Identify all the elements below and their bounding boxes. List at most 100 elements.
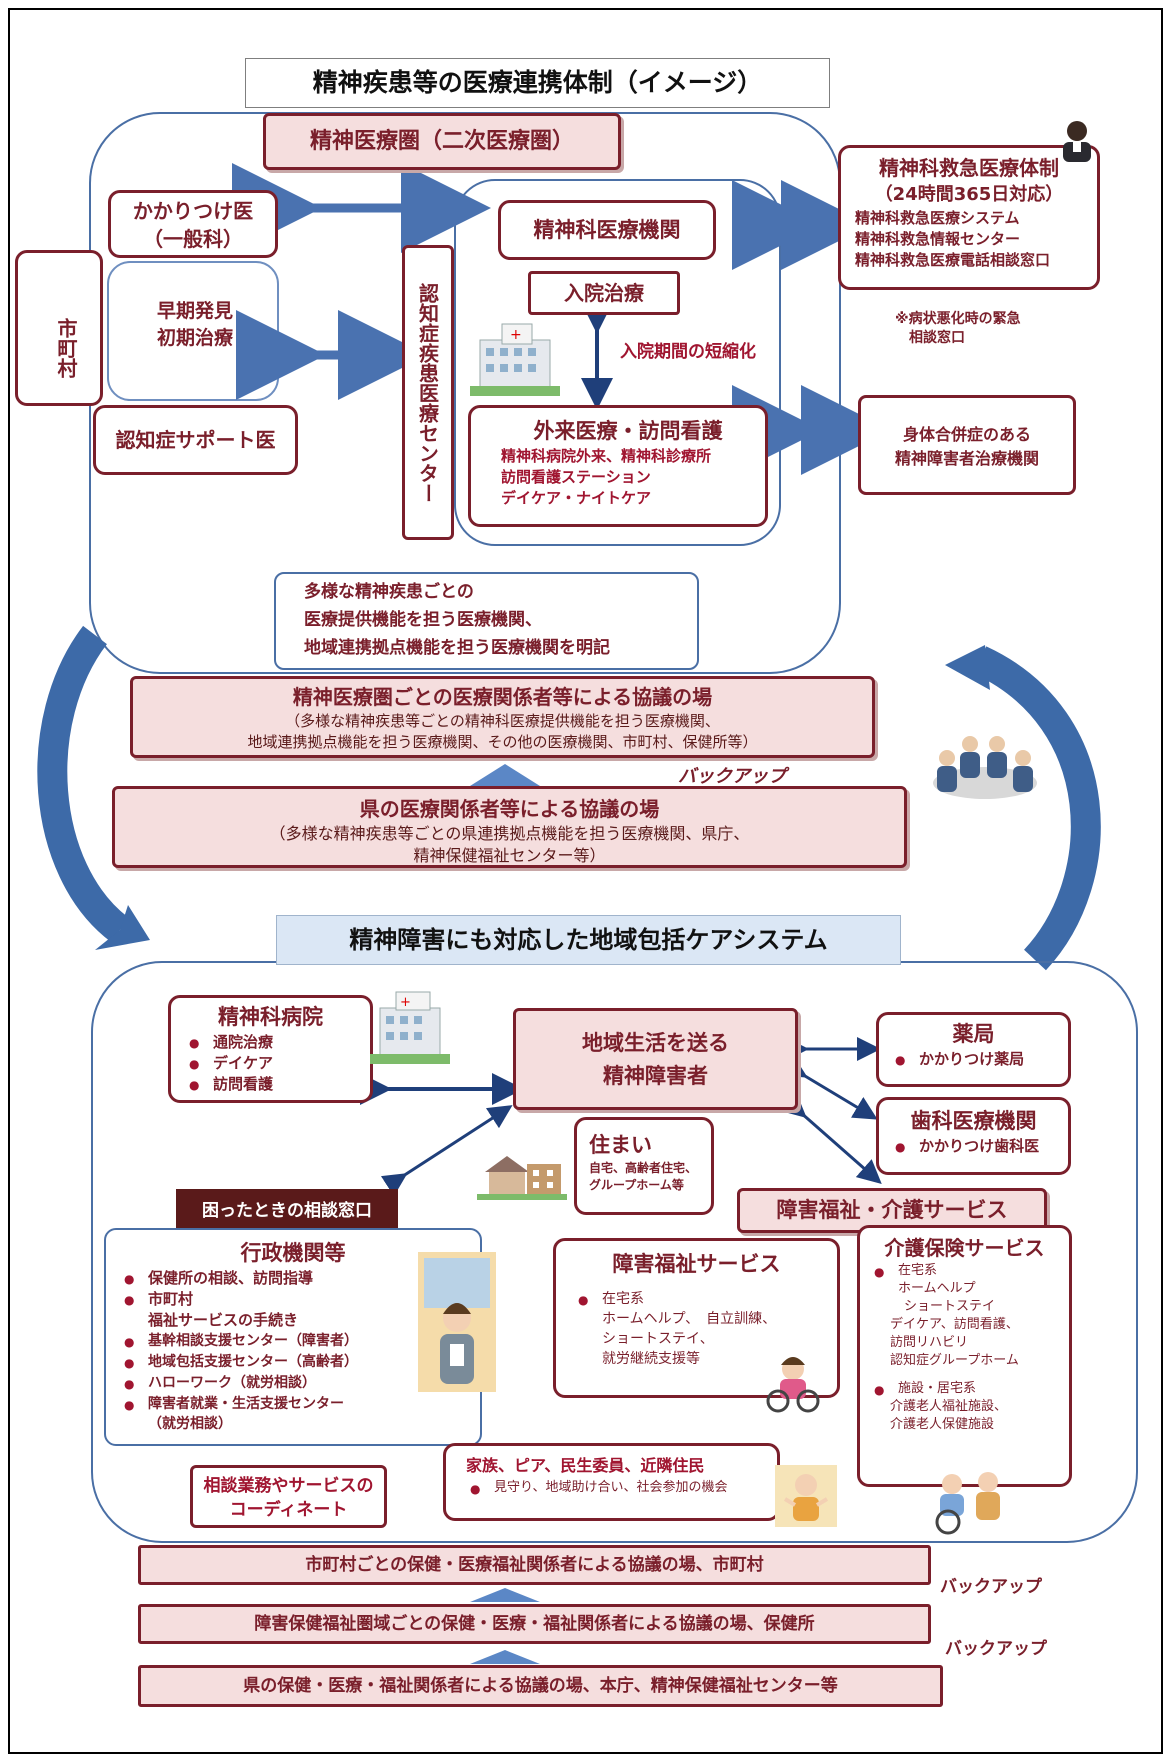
coordinate-line2: コーディネート [229,1500,348,1520]
operator-icon [1055,118,1099,162]
hospital-box: 精神科病院 通院治療 デイケア 訪問看護 [168,995,373,1103]
council-pref-line1: （多様な精神疾患等ごとの県連携拠点機能を担う医療機関、県庁、 [269,824,750,843]
coordinate-box: 相談業務やサービスの コーディネート [190,1465,387,1528]
disability-line-1: ホームヘルプ、 自立訓練、 [602,1311,777,1327]
backup-label-1: バックアップ [678,766,786,787]
kakaritsuke-line2: （一般科） [143,227,243,251]
dental-box: 歯科医療機関 かかりつけ歯科医 [876,1097,1071,1175]
council-region-box: 障害保健福祉圏域ごとの保健・医療・福祉関係者による協議の場、保健所 [138,1604,931,1644]
council-pref-box: 県の医療関係者等による協議の場 （多様な精神疾患等ごとの県連携拠点機能を担う医療… [112,786,907,868]
backup-triangle-2 [470,1588,540,1602]
cheering-elder-icon [775,1465,837,1527]
housing-title: 住まい [589,1133,652,1157]
admin-item-4: 地域包括支援センター（高齢者） [120,1352,480,1374]
housing-box: 住まい 自宅、高齢者住宅、 グループホーム等 [574,1117,714,1215]
disability-line-3: 就労継続支援等 [602,1351,700,1367]
disability-item: 在宅系 [574,1289,837,1310]
care-ins-line1-2: ショートステイ [904,1299,996,1314]
backup-label-2: バックアップ [940,1577,1042,1597]
care-ins-box: 介護保険サービス 在宅系 ホームヘルプ ショートステイ デイケア、訪問看護、 訪… [857,1225,1072,1487]
admin-item-6: 障害者就業・生活支援センター [120,1394,480,1416]
kakaritsuke-line1: かかりつけ医 [132,199,254,223]
comorbid-line2: 精神障害者治療機関 [894,449,1039,468]
dental-item-1: かかりつけ歯科医 [891,1136,1068,1158]
care-ins-line1-1: ホームヘルプ [898,1281,976,1296]
emergency-note-2: 相談窓口 [909,330,965,346]
council-pref2-box: 県の保健・医療・福祉関係者による協議の場、本庁、精神保健福祉センター等 [138,1665,943,1707]
backup-label-3: バックアップ [945,1639,1047,1659]
diverse-line-3: 地域連携拠点機能を担う医療機関を明記 [304,638,610,658]
center-line1: 地域生活を送る [582,1031,729,1055]
outpatient-line-1: 精神科病院外来、精神科診療所 [501,447,712,465]
svg-text:+: + [510,327,522,343]
center-box: 地域生活を送る 精神障害者 [513,1008,798,1110]
emergency-line-2: 精神科救急情報センター [855,230,1021,248]
hospital-title: 精神科病院 [218,1005,323,1029]
emergency-box: 精神科救急医療体制 （24時間365日対応） 精神科救急医療システム 精神科救急… [838,145,1100,290]
admin-item-5: ハローワーク（就労相談） [120,1373,480,1395]
comorbid-box: 身体合併症のある 精神障害者治療機関 [858,395,1076,495]
welfare-services-title: 障害福祉・介護サービス [737,1188,1047,1233]
center-line2: 精神障害者 [603,1064,708,1088]
emergency-title: 精神科救急医療体制 [879,156,1059,180]
pharmacy-item-1: かかりつけ薬局 [891,1049,1068,1071]
curve-left-arrow [37,625,130,942]
psych-inner-outline [454,179,781,546]
council-city-box: 市町村ごとの保健・医療福祉関係者による協議の場、市町村 [138,1545,931,1585]
family-title: 家族、ピア、民生委員、近隣住民 [466,1456,705,1475]
diverse-box: 多様な精神疾患ごとの 医療提供機能を担う医療機関、 地域連携拠点機能を担う医療機… [274,572,699,670]
pharmacy-title: 薬局 [952,1022,995,1046]
family-box: 家族、ピア、民生委員、近隣住民 見守り、地域助け合い、社会参加の機会 [443,1443,780,1521]
early-line1: 早期発見 [156,300,233,322]
early-text: 早期発見 初期治療 [130,298,260,352]
emergency-line-3: 精神科救急医療電話相談窓口 [855,251,1051,269]
psych-institution-box: 精神科医療機関 [498,200,716,260]
inpatient-box: 入院治療 [528,271,680,315]
diverse-line-1: 多様な精神疾患ごとの [304,582,474,602]
arrow-center-consult [380,1105,513,1197]
dental-title: 歯科医療機関 [910,1109,1037,1133]
shichoson-box: 市町村 [15,250,103,406]
backup-triangle-3 [470,1650,540,1664]
housing-line2: グループホーム等 [589,1178,684,1192]
shorten-label: 入院期間の短縮化 [620,342,756,362]
care-ins-line1-3: デイケア、訪問看護、 [890,1317,1019,1332]
meeting-people-icon [925,718,1045,818]
psych-hospital-icon: + [370,990,450,1065]
comorbid-line1: 身体合併症のある [902,425,1031,444]
admin-item-3: 基幹相談支援センター（障害者） [120,1331,480,1353]
house-icon [477,1150,567,1200]
council-area-line1: （多様な精神疾患等ごとの精神科医療提供機能を担う医療機関、 [285,712,720,730]
outer-frame [8,8,1163,1754]
outpatient-line-3: デイケア・ナイトケア [501,489,652,507]
council-area-line2: 地域連携拠点機能を担う医療機関、その他の医療機関、市町村、保健所等） [247,733,758,751]
emergency-note: ※病状悪化時の緊急 相談窓口 [895,310,1021,348]
admin-item-2: 市町村 [120,1289,480,1311]
hospital-item-3: 訪問看護 [185,1074,370,1096]
emergency-line-1: 精神科救急医療システム [855,209,1020,227]
care-ins-line1-5: 認知症グループホーム [890,1353,1019,1368]
outpatient-line-2: 訪問看護ステーション [501,468,651,486]
admin-item-1: 保健所の相談、訪問指導 [120,1268,480,1290]
care-ins-item1: 在宅系 [870,1262,1069,1281]
care-ins-line1-4: 訪問リハビリ [890,1335,969,1350]
care-ins-line2-2: 介護老人保健施設 [890,1417,995,1432]
hospital-item-2: デイケア [185,1053,370,1075]
care-ins-title: 介護保険サービス [884,1236,1045,1260]
consult-tag: 困ったときの相談窓口 [176,1189,398,1233]
hospital-building-icon: + [470,322,560,397]
area-title: 精神医療圏（二次医療圏） [263,113,621,170]
admin-welfare: 福祉サービスの手続き [148,1311,299,1329]
arrow-center-dental [780,1054,878,1120]
council-pref-title: 県の医療関係者等による協議の場 [359,797,660,821]
backup-triangle-1 [470,764,540,786]
admin-work: （就労相談） [148,1416,232,1432]
dementia-support-box: 認知症サポート医 [93,405,298,475]
hospital-item-1: 通院治療 [185,1032,370,1054]
disability-title: 障害福祉サービス [612,1252,781,1276]
wheelchair-kid-icon [760,1355,826,1413]
disability-line-2: ショートステイ、 [602,1331,714,1347]
early-line2: 初期治療 [156,327,233,349]
outpatient-box: 外来医療・訪問看護 精神科病院外来、精神科診療所 訪問看護ステーション デイケア… [468,405,768,527]
